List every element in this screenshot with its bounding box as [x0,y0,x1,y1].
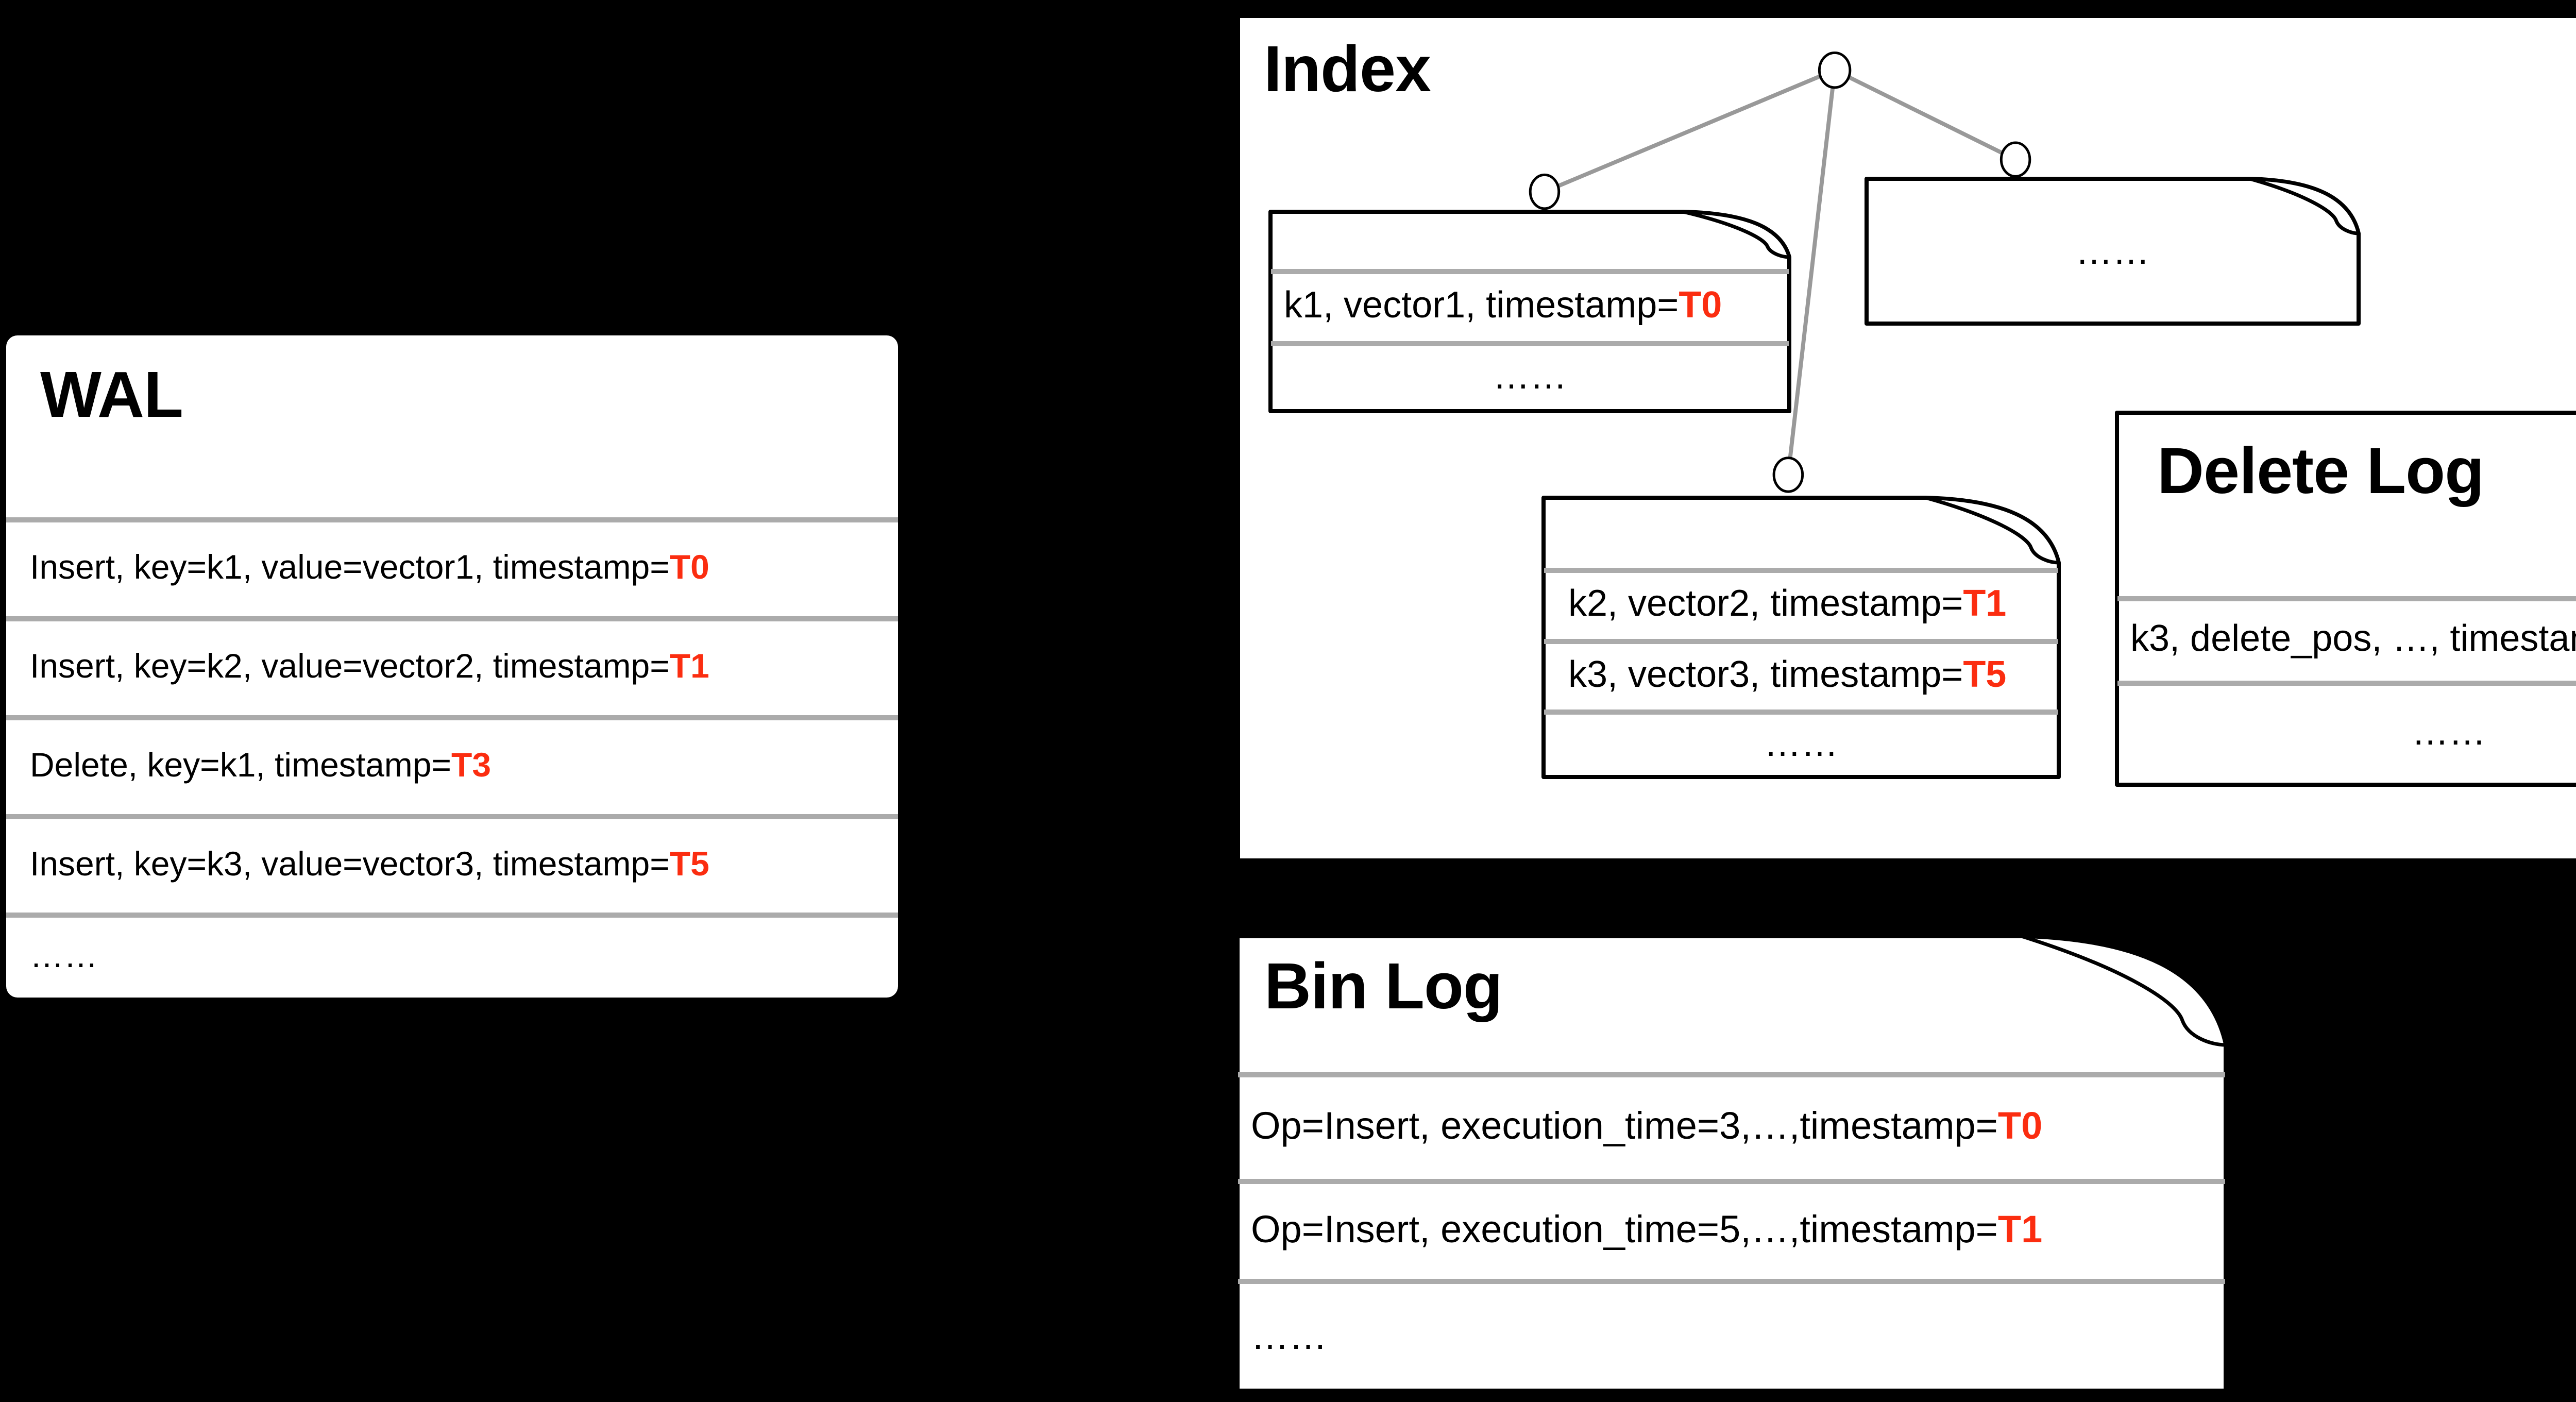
wal-row-ellipsis: …… [6,913,898,998]
record-text: k3, delete_pos, …, timestamp= [2130,618,2576,659]
record-row-ellipsis: …… [1865,177,2361,326]
tree-node-root-icon [1818,51,1852,89]
index-title: Index [1264,32,1431,105]
record-row-ellipsis: …… [2115,681,2576,784]
wal-title: WAL [40,358,183,431]
index-segment-doc-more: …… [1865,177,2361,326]
tree-node-icon [1529,173,1561,210]
timestamp-value: T0 [669,548,709,586]
divider [6,814,898,819]
log-entry-text: Delete, key=k1, timestamp= [30,746,452,784]
divider [1271,269,1789,274]
index-panel: Index k1, vector1, timestamp=T0 …… …… k2… [1236,14,2576,862]
wal-row: Insert, key=k2, value=vector2, timestamp… [6,616,898,715]
folded-corner-icon [1681,210,1791,259]
tree-edge-line [1834,68,2016,162]
timestamp-value: T5 [669,844,709,883]
record-row: k2, vector2, timestamp=T1 [1541,568,2061,639]
log-entry-text: Op=Insert, execution_time=5,…,timestamp= [1251,1207,1998,1251]
tree-node-icon [1772,457,1804,493]
bin-log-title: Bin Log [1264,950,1503,1022]
timestamp-value: T0 [1997,1104,2043,1147]
divider [6,517,898,522]
record-text: k2, vector2, timestamp= [1568,583,1963,624]
timestamp-value: T3 [451,746,492,784]
record-row-ellipsis: …… [1541,710,2061,777]
index-segment-doc-k2k3: k2, vector2, timestamp=T1 k3, vector3, t… [1541,496,2061,779]
record-row: k3, delete_pos, …, timestamp=T3 [2115,596,2576,681]
divider [1271,341,1789,346]
divider [1544,639,2058,644]
divider [2117,681,2576,686]
document-outline [1541,496,2061,779]
tree-edge-line [1544,68,1836,194]
divider [6,715,898,720]
log-entry-text: Insert, key=k2, value=vector2, timestamp… [30,647,670,685]
timestamp-value: T0 [1679,284,1722,326]
record-row: k3, vector3, timestamp=T5 [1541,639,2061,710]
index-segment-doc-k1: k1, vector1, timestamp=T0 …… [1268,210,1791,413]
tree-node-icon [1999,141,2031,178]
record-text: k3, vector3, timestamp= [1568,653,1963,695]
bin-log-doc: Bin Log Op=Insert, execution_time=3,…,ti… [1235,934,2228,1393]
log-entry-text: Insert, key=k3, value=vector3, timestamp… [30,844,670,883]
document-outline [1235,934,2228,1393]
timestamp-value: T5 [1963,653,2007,695]
folded-corner-icon [2248,177,2361,235]
delete-log-title: Delete Log [2157,434,2484,507]
ellipsis-text: …… [1764,722,1838,764]
timestamp-value: T1 [1997,1207,2043,1251]
wal-card: WAL Insert, key=k1, value=vector1, times… [6,335,898,998]
divider [1238,1279,2225,1284]
divider [1238,1072,2225,1077]
divider [1544,568,2058,573]
wal-row: Delete, key=k1, timestamp=T3 [6,715,898,814]
wal-row: Insert, key=k1, value=vector1, timestamp… [6,517,898,616]
document-outline [1865,177,2361,326]
wal-row: Insert, key=k3, value=vector3, timestamp… [6,814,898,913]
divider [2117,596,2576,601]
folded-corner-icon [1924,496,2061,565]
divider [1544,710,2058,715]
divider [6,913,898,918]
ellipsis-text: …… [30,936,98,974]
divider [1238,1179,2225,1184]
timestamp-value: T1 [669,647,709,685]
log-entry-text: Op=Insert, execution_time=3,…,timestamp= [1251,1104,1998,1147]
delete-log-doc: Delete Log k3, delete_pos, …, timestamp=… [2115,411,2576,787]
record-text: k1, vector1, timestamp= [1284,284,1679,326]
log-row: Op=Insert, execution_time=5,…,timestamp=… [1235,1179,2228,1279]
ellipsis-text: …… [1493,356,1567,397]
log-entry-text: Insert, key=k1, value=vector1, timestamp… [30,548,670,586]
ellipsis-text: …… [2075,230,2150,272]
log-row: Op=Insert, execution_time=3,…,timestamp=… [1235,1072,2228,1179]
timestamp-value: T1 [1963,583,2007,624]
folded-corner-icon [2020,934,2228,1047]
tree-edge-line [1786,70,1837,475]
ellipsis-text: …… [2412,712,2486,753]
record-row-ellipsis: …… [1268,341,1791,411]
divider [6,616,898,621]
ellipsis-text: …… [1251,1314,1327,1357]
record-row: k1, vector1, timestamp=T0 [1268,269,1791,341]
log-row-ellipsis: …… [1235,1279,2228,1393]
